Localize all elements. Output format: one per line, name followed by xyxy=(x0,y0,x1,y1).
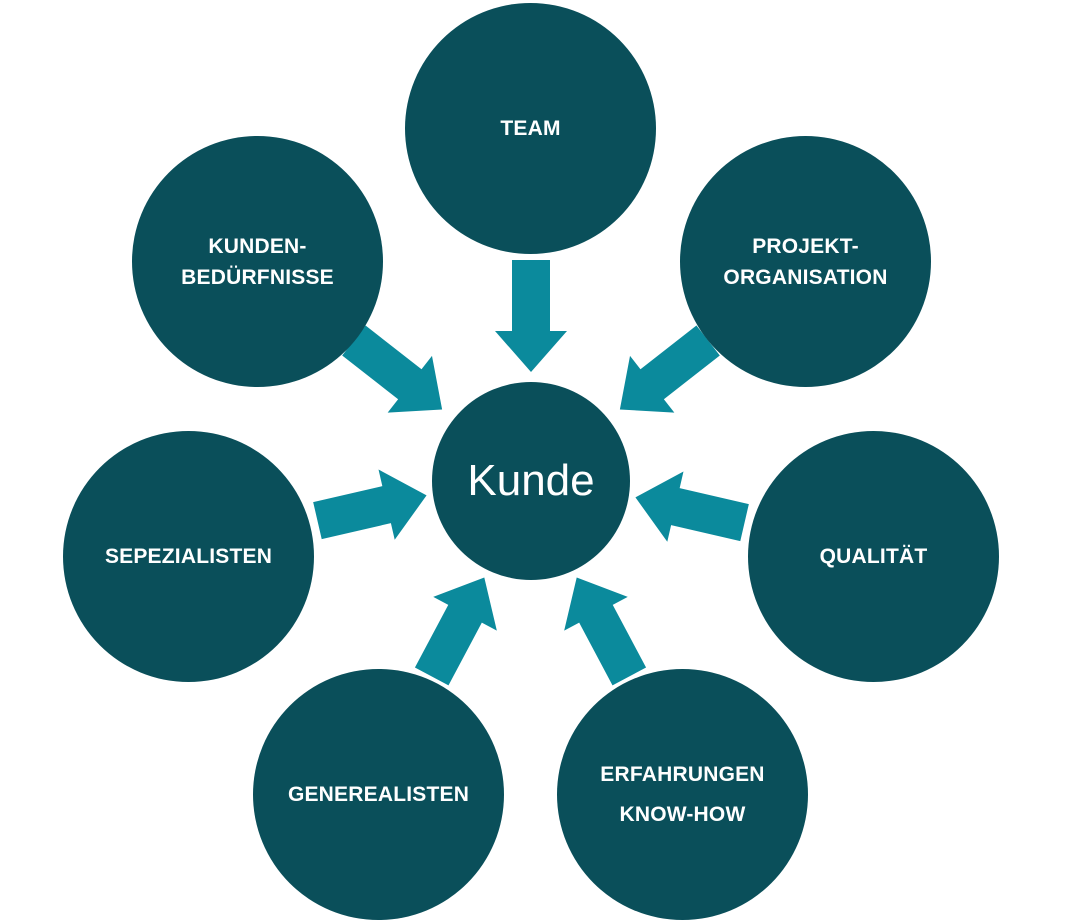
node-generealisten: GENEREALISTEN xyxy=(253,669,504,920)
center-label: Kunde xyxy=(467,456,595,505)
node-kunden-label-line-2: BEDÜRFNISSE xyxy=(181,265,334,289)
arrow-qualitaet-to-center xyxy=(635,471,749,542)
node-sepezialisten-label: SEPEZIALISTEN xyxy=(104,545,273,568)
node-projekt-organisation: PROJEKT- ORGANISATION xyxy=(680,136,931,387)
node-center-kunde: Kunde xyxy=(432,382,630,580)
node-projekt-label-line-1: PROJEKT- xyxy=(752,234,859,258)
node-sepezialisten: SEPEZIALISTEN xyxy=(63,431,314,682)
arrow-generealisten-to-center xyxy=(414,577,497,686)
node-qualitaet-label: QUALITÄT xyxy=(819,545,928,568)
node-kunden-beduerfnisse: KUNDEN- BEDÜRFNISSE xyxy=(132,136,383,387)
node-team-label: TEAM xyxy=(500,117,561,140)
node-kunden-label-line-1: KUNDEN- xyxy=(208,234,307,258)
node-erfahrungen-label-line-1: ERFAHRUNGEN xyxy=(600,762,765,786)
node-team: TEAM xyxy=(405,3,656,254)
node-projekt-label-line-2: ORGANISATION xyxy=(723,265,888,289)
arrow-erfahrungen-to-center xyxy=(564,577,647,686)
arrow-sepezialisten-to-center xyxy=(313,469,427,540)
arrow-team-to-center xyxy=(495,260,567,372)
node-generealisten-label: GENEREALISTEN xyxy=(287,783,470,806)
node-erfahrungen-label-line-2: KNOW-HOW xyxy=(619,802,746,826)
node-erfahrungen-know-how: ERFAHRUNGEN KNOW-HOW xyxy=(557,669,808,920)
node-qualitaet: QUALITÄT xyxy=(748,431,999,682)
